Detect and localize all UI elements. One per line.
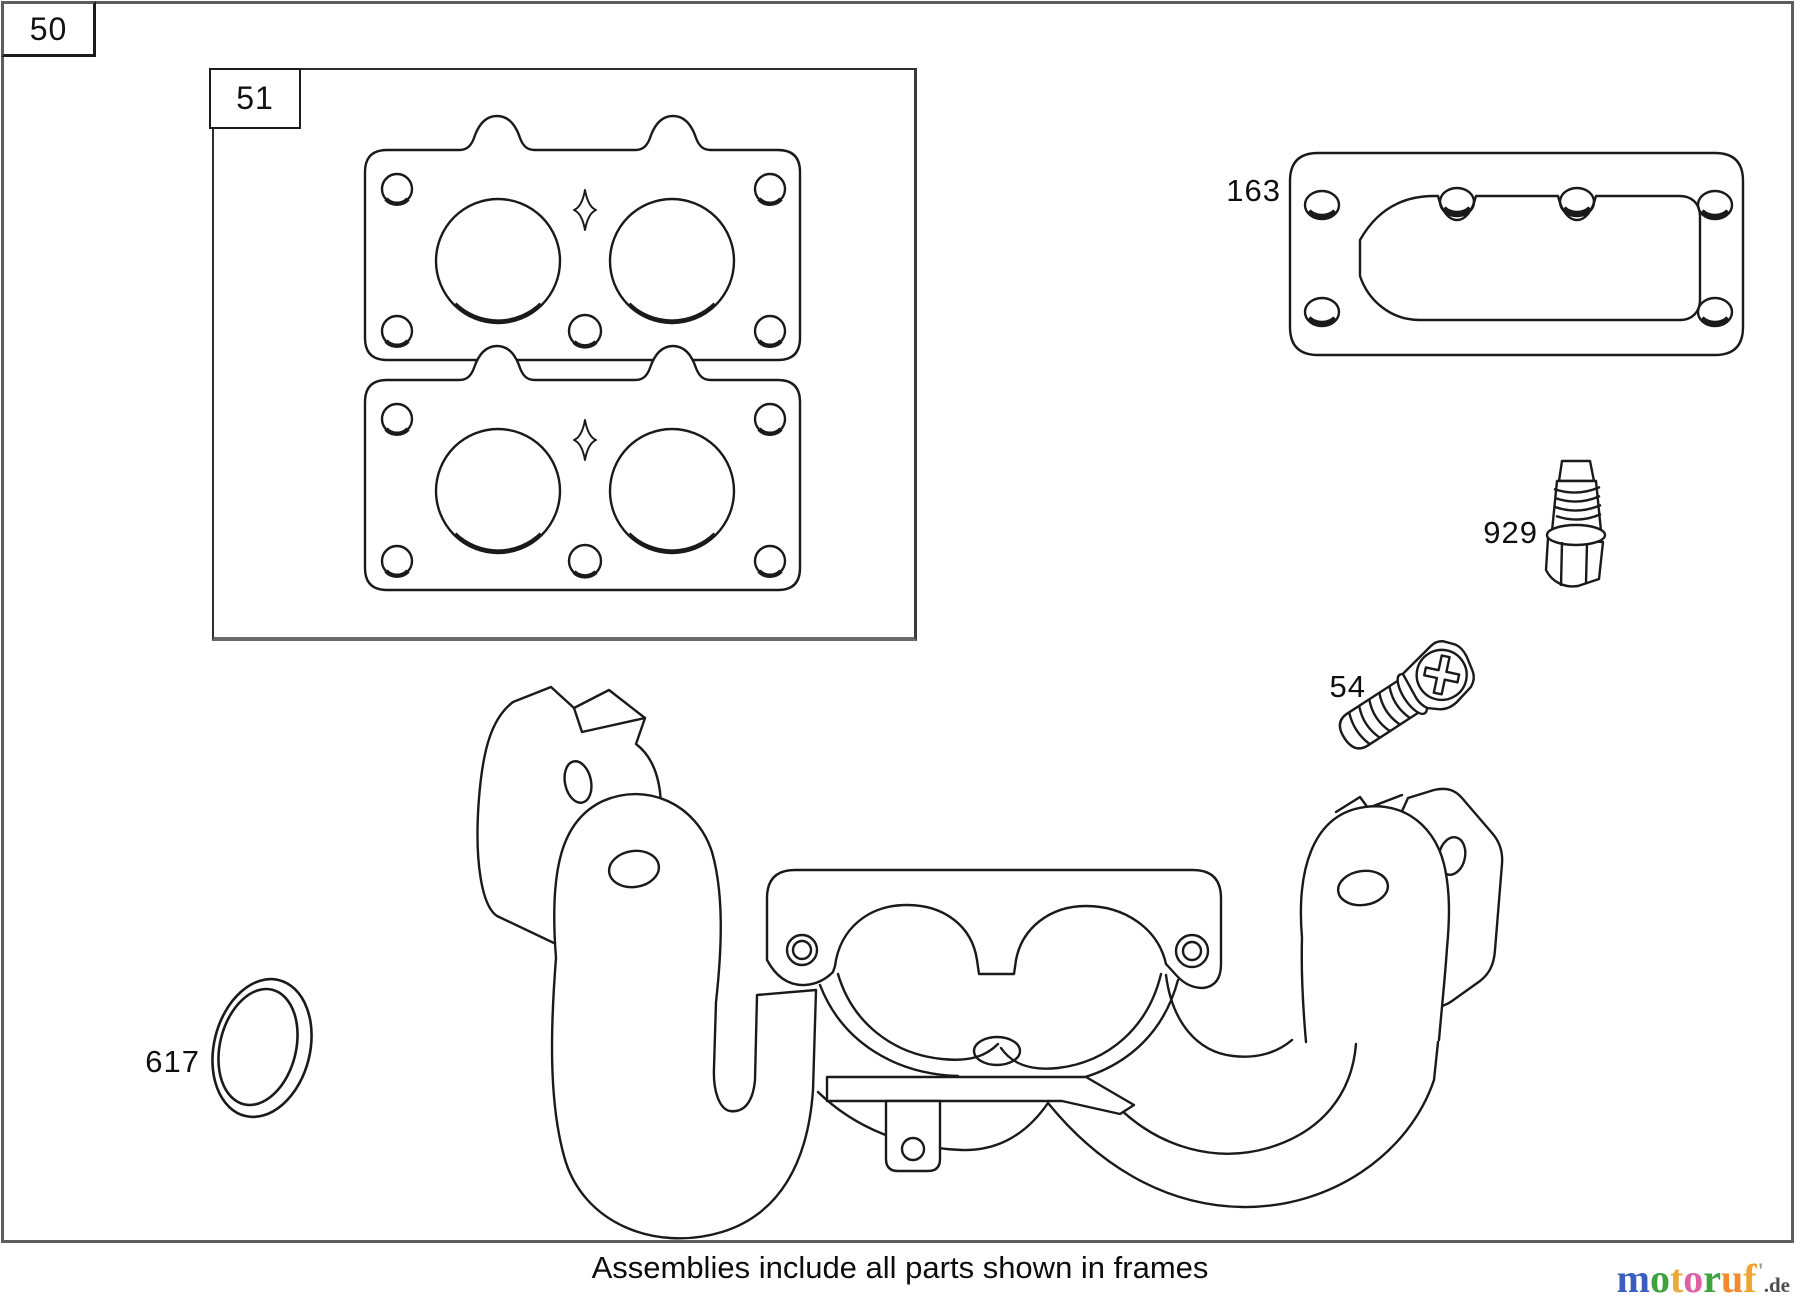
gasket-kit-frame-51 (212, 68, 917, 641)
logo-suffix: .de (1763, 1273, 1790, 1296)
frame-label-50: 50 (1, 1, 96, 57)
assemblies-caption: Assemblies include all parts shown in fr… (591, 1250, 1209, 1285)
logo-letter: m (1616, 1256, 1650, 1296)
logo-letter: o (1649, 1256, 1670, 1296)
logo-letter: r (1703, 1256, 1722, 1296)
hex-flange-bolt-drawing (1544, 459, 1607, 588)
frame-label-50-text: 50 (29, 10, 68, 47)
frame-label-51: 51 (209, 68, 301, 129)
o-ring-drawing (211, 977, 313, 1119)
frame-label-51-text: 51 (236, 80, 274, 116)
part-label-hex-flange-bolt: 929 (1483, 515, 1538, 550)
manifold-gasket-drawing (1288, 151, 1745, 357)
phillips-screw-drawing (1338, 640, 1475, 750)
logo-letter: t (1669, 1256, 1684, 1296)
logo-letter: f (1743, 1256, 1757, 1296)
logo-tick: ' (1757, 1258, 1764, 1283)
motoruf-logo: motoruf'.de (1617, 1251, 1790, 1296)
logo-letter: u (1721, 1256, 1744, 1296)
part-label-manifold-gasket: 163 (1226, 173, 1281, 208)
exhaust-manifold-drawing (476, 685, 1504, 1240)
part-label-o-ring: 617 (145, 1044, 200, 1079)
logo-letter: o (1683, 1256, 1704, 1296)
part-label-phillips-screw: 54 (1329, 669, 1366, 704)
